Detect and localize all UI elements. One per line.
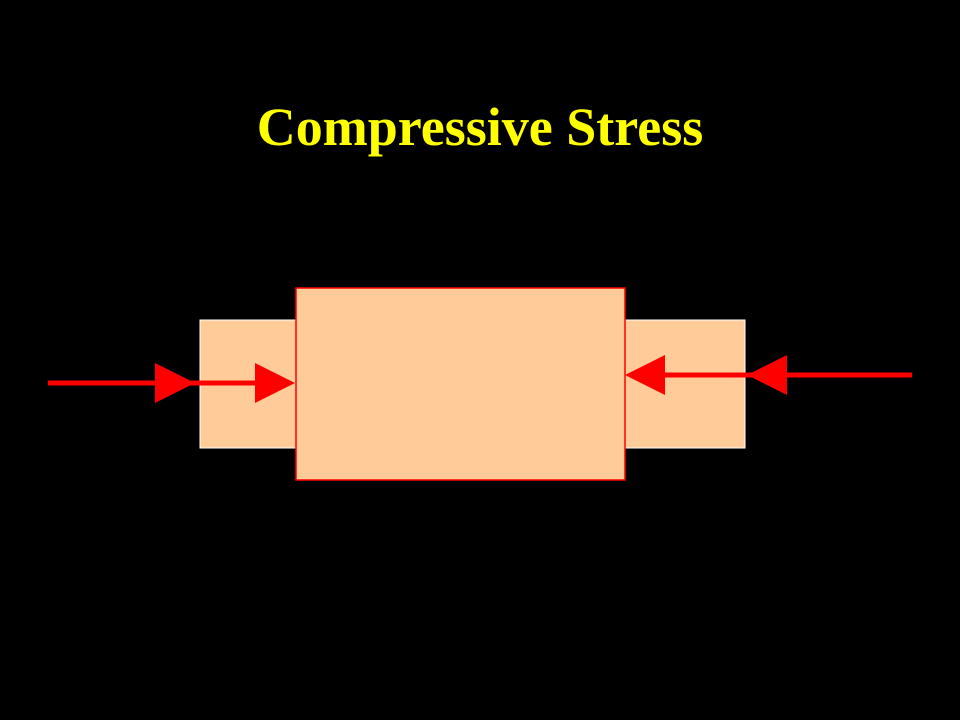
compressed-bar <box>295 287 626 481</box>
slide-title: Compressive Stress <box>256 97 704 157</box>
